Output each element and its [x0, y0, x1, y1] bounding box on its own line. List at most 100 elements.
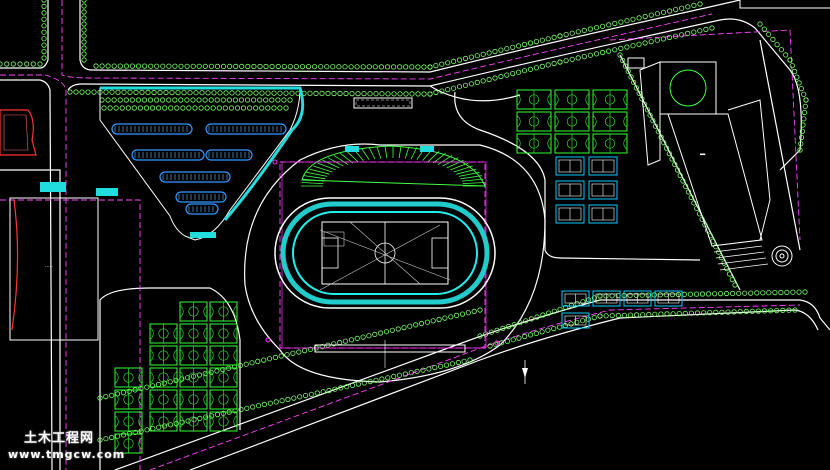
tree-icon	[366, 333, 372, 339]
tree-icon	[664, 311, 670, 317]
tree-icon	[160, 63, 166, 69]
watermark-url: www.tmgcw.com	[8, 448, 126, 461]
tree-icon	[296, 349, 302, 355]
tree-icon	[266, 356, 273, 362]
tree-icon	[403, 91, 409, 97]
tree-icon	[143, 105, 150, 111]
tree-icon	[442, 315, 448, 321]
tree-icon	[41, 48, 47, 55]
tree-icon	[517, 320, 523, 326]
tree-icon	[799, 128, 805, 134]
road-curve-a	[429, 85, 521, 102]
tree-icon	[563, 57, 569, 64]
tree-icon	[687, 291, 694, 297]
road-edge-nw	[0, 0, 49, 69]
west-entry-2	[96, 188, 118, 196]
tree-icon	[522, 333, 528, 340]
field-event-lines	[319, 221, 451, 291]
tree-icon	[575, 55, 581, 61]
tree-icon	[651, 292, 657, 298]
centerline-north	[61, 0, 713, 80]
tree-icon	[430, 318, 436, 324]
tree-icon	[666, 151, 672, 157]
tree-icon	[449, 361, 455, 367]
tree-icon	[101, 105, 107, 111]
tree-icon	[528, 316, 535, 322]
tree-icon	[563, 31, 569, 38]
tree-icon	[801, 116, 807, 122]
tree-icon	[510, 71, 516, 77]
tree-icon	[285, 396, 291, 402]
tree-icon	[437, 363, 444, 369]
tree-icon	[41, 23, 47, 29]
basketball-court	[149, 345, 178, 366]
basketball-court	[114, 433, 143, 454]
tree-icon	[331, 341, 337, 347]
tree-icon	[639, 292, 645, 298]
tree-icon	[688, 194, 694, 200]
road-curve-b	[454, 91, 701, 261]
tree-icon	[703, 26, 709, 32]
tree-icon	[93, 63, 99, 69]
tree-icon	[443, 362, 450, 368]
watermark-cn: 土木工程网	[24, 431, 95, 446]
tree-icon	[360, 334, 366, 340]
tree-icon	[527, 40, 534, 46]
tree-icon	[682, 310, 688, 316]
seat-row	[301, 182, 324, 184]
east-hall-label: ····	[700, 152, 705, 157]
tree-icon	[551, 308, 557, 314]
basketball-court	[179, 367, 208, 388]
tree-icon	[636, 41, 642, 47]
tree-icon	[707, 309, 713, 316]
tree-icon	[533, 65, 540, 71]
tree-icon	[527, 66, 534, 72]
tree-icon	[403, 64, 409, 70]
road-edge-north	[79, 0, 741, 73]
tree-icon	[413, 322, 419, 328]
tree-icon	[395, 326, 401, 332]
tree-icon	[723, 290, 730, 297]
tree-icon	[337, 90, 343, 97]
east-main-hall	[667, 113, 763, 247]
tree-icon	[521, 68, 528, 74]
tree-icon	[91, 89, 97, 95]
tree-icon	[117, 97, 123, 103]
tree-icon	[402, 371, 408, 377]
tree-icon	[587, 26, 594, 32]
tree-icon	[575, 29, 581, 35]
tree-icon	[175, 90, 181, 96]
tree-icon	[349, 382, 356, 388]
tree-icon	[439, 88, 445, 94]
tree-icon	[415, 91, 421, 97]
tree-icon	[579, 318, 586, 324]
tree-icon	[85, 89, 91, 95]
tree-icon	[709, 25, 715, 31]
tree-icon	[599, 49, 606, 56]
tree-icon	[789, 63, 795, 69]
grandstand-tower-left	[345, 146, 359, 152]
tree-icon	[138, 385, 144, 392]
tree-icon	[196, 63, 202, 69]
tree-icon	[355, 381, 361, 387]
east-building-complex: ····	[627, 57, 771, 271]
sports-courts	[114, 89, 628, 454]
seat-row	[450, 162, 469, 171]
tree-icon	[253, 105, 259, 111]
tennis-court	[588, 180, 618, 200]
tree-icon	[385, 375, 391, 381]
tree-icon	[10, 61, 16, 67]
parking-entry	[190, 232, 216, 238]
tree-icon	[617, 52, 623, 58]
tree-icon	[81, 15, 87, 21]
tree-icon	[354, 335, 360, 341]
road-edge-west-2	[0, 169, 61, 470]
tree-icon	[500, 325, 506, 331]
tree-icon	[132, 429, 138, 435]
tree-icon	[24, 61, 30, 67]
tree-icon	[223, 90, 229, 96]
tree-icon	[675, 291, 682, 298]
tree-icon	[770, 36, 776, 43]
tree-icon	[148, 63, 154, 69]
